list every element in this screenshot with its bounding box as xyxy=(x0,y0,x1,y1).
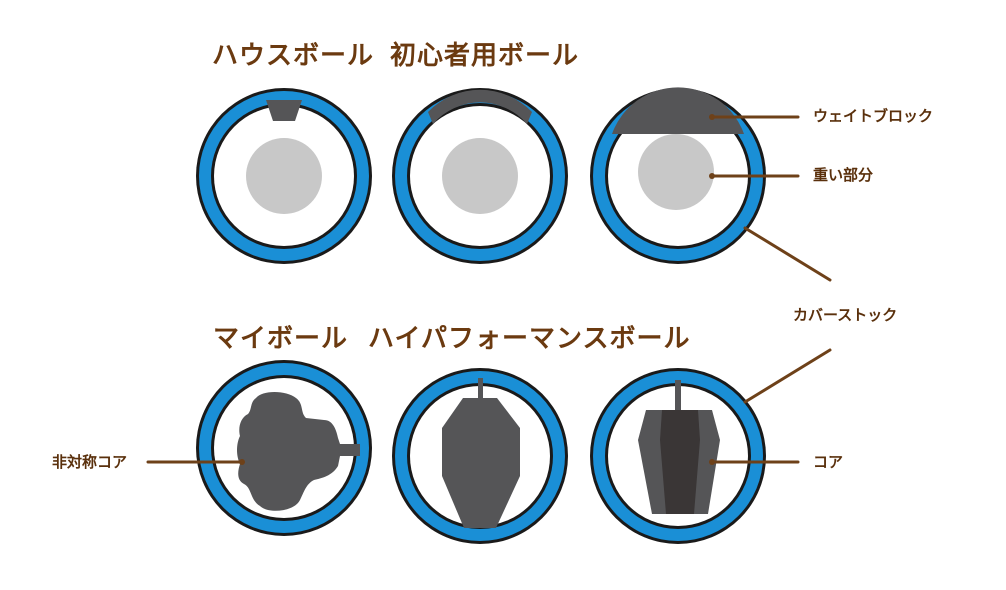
weight-block xyxy=(266,100,302,121)
leader-lines xyxy=(146,115,832,464)
asymmetric-core-shape xyxy=(237,392,360,511)
heavy-core xyxy=(638,134,714,210)
leader-line-coverstock-top xyxy=(743,226,832,282)
leader-dot-weight-block xyxy=(709,114,715,120)
label-coverstock: カバーストック xyxy=(793,306,898,324)
title-beginner-ball: 初心者用ボール xyxy=(390,41,580,71)
weight-block xyxy=(612,87,744,134)
symmetric-core-shape xyxy=(442,398,520,528)
heavy-core xyxy=(442,138,518,214)
core-pin xyxy=(675,380,681,410)
label-core: コア xyxy=(813,453,844,471)
core-ball-cross-section xyxy=(590,368,766,544)
leader-line-coverstock-bottom xyxy=(743,348,832,404)
high-performance-ball-cross-section xyxy=(392,368,568,544)
label-asymmetric-core: 非対称コア xyxy=(52,453,128,471)
core-inner-shape xyxy=(660,410,700,514)
leader-dot-heavy-part xyxy=(709,173,715,179)
weight-block xyxy=(428,89,532,124)
leader-dot-core xyxy=(709,459,715,465)
title-my-ball: マイボール xyxy=(213,324,349,354)
leader-dot-asymmetric-core xyxy=(239,459,245,465)
core-pin xyxy=(478,378,483,400)
title-high-performance-ball: ハイパフォーマンスボール xyxy=(368,324,691,354)
label-weight-block: ウェイトブロック xyxy=(813,107,934,125)
house-ball-cross-section xyxy=(196,88,372,264)
weight-block-ball-cross-section xyxy=(590,87,766,264)
heavy-core xyxy=(246,138,322,214)
label-heavy-part: 重い部分 xyxy=(813,166,874,184)
beginner-ball-cross-section xyxy=(392,88,568,264)
leader-dots xyxy=(239,114,715,465)
my-ball-cross-section xyxy=(196,360,372,536)
title-house-ball: ハウスボール xyxy=(212,41,375,71)
